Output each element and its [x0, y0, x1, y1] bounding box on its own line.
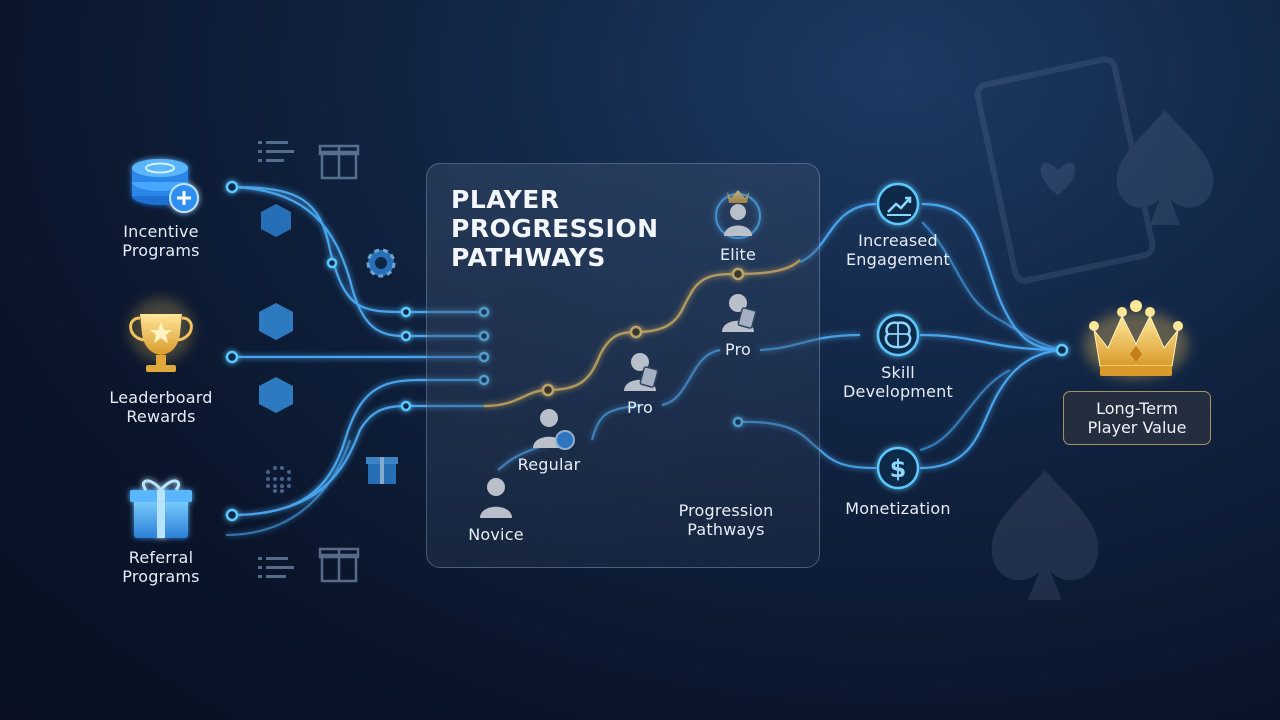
label-line: Engagement [845, 250, 951, 269]
gift-outline-icon [318, 144, 360, 180]
background-spade-icon [1116, 110, 1214, 225]
label-line: Long-Term [1096, 399, 1178, 418]
label-monetization: Monetization [836, 499, 960, 518]
stage-pro-lower-label: Pro [627, 398, 653, 417]
node-gold-3 [731, 267, 745, 281]
regular-user-icon [533, 409, 575, 450]
progression-panel [426, 163, 820, 568]
background-spade-large-icon [991, 470, 1099, 600]
label-line: Referral [128, 548, 194, 567]
poker-chips-icon [132, 159, 199, 213]
connector-engagement-value [921, 202, 1063, 352]
connector-elite-engagement [799, 202, 877, 264]
label-line: Progression [678, 501, 774, 520]
stage-regular-label: Regular [517, 455, 581, 474]
line-pro-skill [759, 333, 861, 352]
label-leaderboard-rewards: Leaderboard Rewards [96, 388, 226, 426]
node-mid-3 [400, 330, 412, 342]
pro-user-icon [624, 353, 659, 391]
list-icon [258, 141, 294, 162]
label-referral-programs: Referral Programs [100, 548, 222, 586]
line-pro-pro [661, 348, 721, 407]
node-leaderboard [225, 350, 239, 364]
node-mid-1 [326, 257, 338, 269]
connector-skill-value [919, 333, 1063, 352]
novice-user-icon [480, 478, 512, 518]
dollar-icon: $ [876, 446, 920, 490]
label-incentive-programs: Incentive Programs [100, 222, 222, 260]
cube-icon-3 [259, 377, 293, 413]
label-skill-development: Skill Development [836, 363, 960, 401]
node-panel-3 [478, 351, 490, 363]
cube-icon [261, 204, 291, 237]
label-line: Skill [881, 363, 915, 382]
trophy-icon [129, 298, 193, 372]
line-monetization-in [737, 420, 877, 470]
stage-novice-label: Novice [468, 525, 524, 544]
background-decor [974, 56, 1214, 600]
label-line: Increased [858, 231, 938, 250]
connector-monetization-value-2 [919, 369, 1011, 452]
background-heart-icon [1040, 162, 1076, 195]
connector-monetization-value [919, 348, 1063, 470]
label-line: Programs [122, 241, 200, 260]
background-card [974, 56, 1156, 284]
blue-nodes [225, 180, 1069, 522]
label-line: Player Value [1087, 418, 1187, 437]
node-panel-4 [478, 374, 490, 386]
panel-title-line-2: PROGRESSION [451, 214, 659, 243]
line-regular-pro [590, 403, 641, 441]
brain-icon [876, 313, 920, 357]
elite-user-icon [715, 190, 761, 239]
connector-referral-3 [225, 439, 352, 537]
dot-grid-icon [266, 466, 291, 493]
label-line: Pathways [687, 520, 765, 539]
node-result [1055, 343, 1069, 357]
gift-outline-icon-2 [318, 547, 360, 583]
node-mid-4 [400, 400, 412, 412]
long-term-player-value-box: Long-Term Player Value [1063, 391, 1211, 445]
list-icon-2 [258, 557, 294, 578]
panel-title-line-1: PLAYER [451, 185, 560, 214]
label-line: Rewards [126, 407, 196, 426]
panel-title: PLAYER PROGRESSION PATHWAYS [451, 185, 659, 272]
stage-pro-upper-label: Pro [725, 340, 751, 359]
input-connectors [225, 185, 484, 537]
label-line: Monetization [845, 499, 951, 518]
node-referral [225, 508, 239, 522]
node-monetization-start [732, 416, 744, 428]
connector-incentive-1 [231, 185, 484, 314]
node-panel-2 [478, 330, 490, 342]
output-connectors [799, 202, 1063, 470]
stage-elite-label: Elite [719, 245, 757, 264]
node-gold-2 [629, 325, 643, 339]
node-incentive [225, 180, 239, 194]
gift-box-icon [130, 479, 192, 538]
label-line: Incentive [123, 222, 199, 241]
node-panel-1 [478, 306, 490, 318]
decorative-icons [258, 141, 398, 583]
gift-small-icon [366, 457, 398, 484]
pro-upper-user-icon [722, 294, 757, 332]
connector-referral-2 [231, 404, 484, 517]
gold-nodes [541, 267, 745, 397]
cube-icon-2 [259, 303, 293, 340]
chip-icon [366, 248, 396, 278]
panel-title-line-3: PATHWAYS [451, 243, 606, 272]
crown-icon [1084, 300, 1188, 379]
label-increased-engagement: Increased Engagement [836, 231, 960, 269]
connector-engagement-value-2 [921, 221, 1063, 352]
node-mid-2 [400, 306, 412, 318]
panel-footer-label: Progression Pathways [662, 501, 790, 539]
label-line: Development [843, 382, 953, 401]
node-gold-1 [541, 383, 555, 397]
trend-chart-icon [876, 182, 920, 226]
label-line: Programs [122, 567, 200, 586]
connector-incentive-2 [231, 185, 484, 338]
label-line: Leaderboard [109, 388, 213, 407]
svg-text:$: $ [890, 455, 907, 483]
